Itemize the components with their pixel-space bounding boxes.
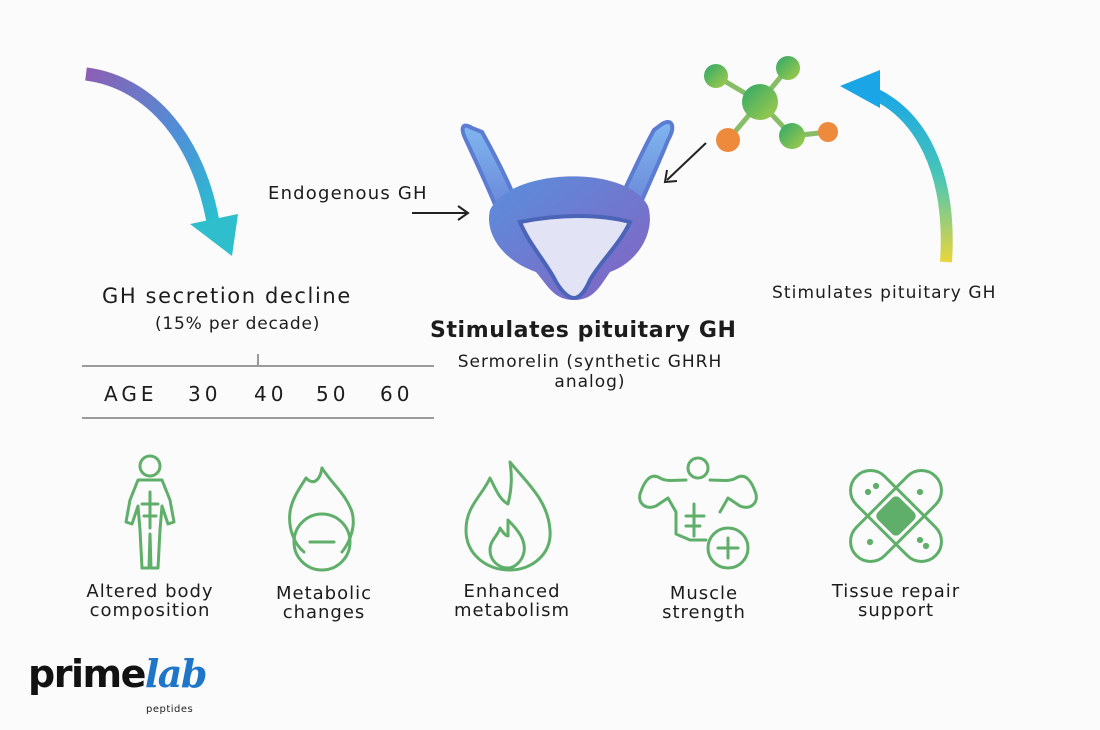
decline-title: GH secretion decline bbox=[102, 284, 352, 308]
age-tick-50: 50 bbox=[316, 382, 350, 406]
flame-icon bbox=[464, 460, 552, 572]
endogenous-arrow bbox=[412, 205, 470, 221]
cycle-label: Stimulates pituitary GH bbox=[772, 283, 997, 303]
flame-minus-icon bbox=[288, 466, 355, 572]
logo-tagline: peptides bbox=[146, 704, 194, 715]
decline-arrow bbox=[85, 67, 238, 256]
muscle-plus-icon bbox=[638, 456, 758, 570]
effect-label-tissue: Tissue repair support bbox=[831, 581, 961, 621]
molecule-icon bbox=[704, 56, 838, 152]
effect-label-metabolism: Enhanced metabolism bbox=[453, 581, 571, 621]
pituitary-gland-icon bbox=[460, 120, 675, 301]
age-axis-lines bbox=[82, 354, 434, 419]
effect-label-body: Altered body composition bbox=[86, 581, 214, 621]
age-tick-60: 60 bbox=[380, 382, 414, 406]
bandage-icon bbox=[849, 469, 943, 563]
age-axis-label: AGE bbox=[104, 382, 158, 406]
age-tick-30: 30 bbox=[188, 382, 222, 406]
molecule-arrow bbox=[663, 142, 707, 184]
cycle-arrow bbox=[840, 70, 953, 263]
drug-label: Sermorelin (synthetic GHRH analog) bbox=[457, 352, 723, 392]
body-outline-icon bbox=[124, 454, 176, 570]
endogenous-gh-label: Endogenous GH bbox=[268, 183, 428, 204]
brand-logo: primelab peptides bbox=[28, 651, 208, 716]
age-tick-40: 40 bbox=[254, 382, 288, 406]
decline-subtitle: (15% per decade) bbox=[155, 314, 321, 334]
logo-part-1: prime bbox=[28, 652, 146, 696]
logo-part-2: lab bbox=[144, 651, 208, 696]
pituitary-main-label: Stimulates pituitary GH bbox=[430, 318, 737, 343]
effect-label-muscle: Muscle strength bbox=[662, 583, 746, 623]
effect-label-metabolic: Metabolic changes bbox=[275, 583, 373, 623]
